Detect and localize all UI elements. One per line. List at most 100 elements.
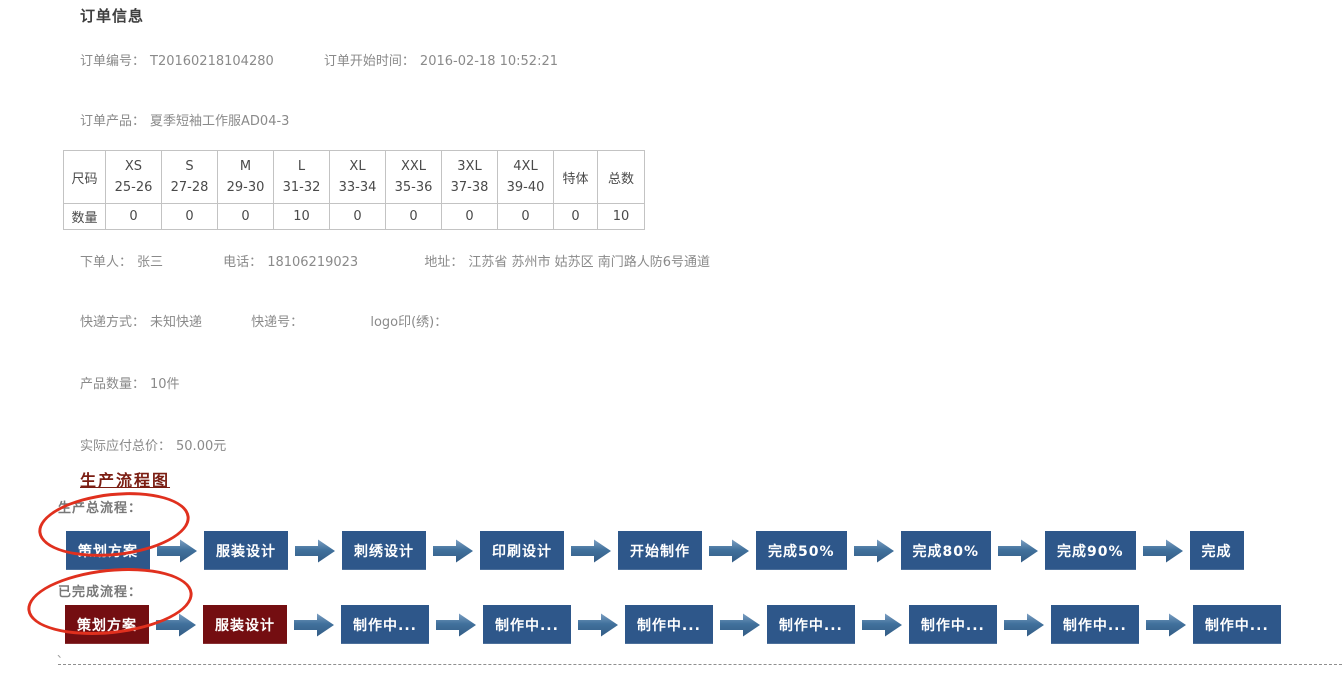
address-value: 江苏省 苏州市 姑苏区 南门路人防6号通道: [468, 255, 710, 270]
flow-total-step: 完成50%: [756, 531, 847, 570]
arrow-right-icon: [157, 539, 197, 562]
flow-done-label: 已完成流程：: [58, 585, 143, 600]
order-product-line: 订单产品： 夏季短袖工作服AD04-3: [80, 110, 289, 129]
qty-cell: 0: [497, 203, 554, 230]
start-time-value: 2016-02-18 10:52:21: [419, 54, 558, 69]
phone-group: 电话： 18106219023: [223, 251, 358, 270]
flow-done-step: 制作中...: [1050, 605, 1139, 644]
stray-mark: 、: [57, 647, 68, 660]
flow-done-step: 策划方案: [65, 605, 149, 644]
order-no-group: 订单编号： T20160218104280: [80, 50, 274, 69]
qty-cell: 0: [329, 203, 386, 230]
qty-cell: 0: [217, 203, 274, 230]
qty-cell: 10: [273, 203, 330, 230]
qty-cell: 0: [161, 203, 218, 230]
express-line: 快递方式： 未知快递 快递号： logo印(绣)：: [80, 311, 452, 330]
arrow-right-icon: [853, 539, 894, 562]
flow-done-step: 制作中...: [1192, 605, 1281, 644]
arrow-right-icon: [1145, 613, 1186, 636]
size-corner-header: 尺码: [63, 150, 106, 204]
quantity-value: 10件: [150, 377, 180, 392]
express-value: 未知快递: [150, 315, 203, 330]
qty-cell: 0: [385, 203, 442, 230]
qty-cell: 0: [553, 203, 598, 230]
size-col-header: 总数: [597, 150, 645, 204]
arrow-right-icon: [709, 539, 749, 562]
flow-total-step: 印刷设计: [480, 531, 564, 570]
product-value: 夏季短袖工作服AD04-3: [150, 114, 290, 129]
total-price-line: 实际应付总价： 50.00元: [80, 435, 226, 454]
qty-cell: 0: [105, 203, 162, 230]
arrow-right-icon: [1142, 539, 1183, 562]
bottom-dashed-divider: [58, 664, 1342, 665]
arrow-right-icon: [571, 539, 611, 562]
start-time-group: 订单开始时间： 2016-02-18 10:52:21: [324, 50, 558, 69]
quantity-line: 产品数量： 10件: [80, 373, 180, 392]
express-no-label: 快递号：: [251, 315, 304, 330]
start-time-label: 订单开始时间：: [323, 54, 415, 69]
flow-done-step: 制作中...: [482, 605, 571, 644]
phone-label: 电话：: [223, 255, 263, 270]
flow-done-step: 制作中...: [624, 605, 713, 644]
flow-done-step: 制作中...: [341, 605, 429, 644]
order-meta-line: 订单编号： T20160218104280 订单开始时间： 2016-02-18 1…: [80, 50, 558, 69]
flow-done-step: 制作中...: [908, 605, 997, 644]
page-title: 订单信息: [80, 7, 145, 25]
flow-total-step: 开始制作: [618, 531, 702, 570]
flow-total-label: 生产总流程：: [58, 501, 143, 516]
qty-row-header: 数量: [63, 203, 106, 230]
buyer-line: 下单人： 张三 电话： 18106219023 地址： 江苏省 苏州市 姑苏区 南门路…: [80, 251, 710, 270]
flow-total-step: 完成80%: [900, 531, 992, 570]
address-label: 地址：: [424, 255, 464, 270]
flow-done-step: 制作中...: [766, 605, 855, 644]
flow-total-step: 策划方案: [66, 531, 150, 570]
qty-cell: 10: [597, 203, 645, 230]
buyer-label: 下单人：: [80, 255, 133, 270]
buyer-group: 下单人： 张三: [80, 251, 163, 270]
arrow-right-icon: [295, 539, 335, 562]
buyer-value: 张三: [137, 255, 164, 270]
order-no-label: 订单编号：: [80, 54, 146, 69]
flow-chart-title: 生产流程图: [80, 471, 171, 490]
logo-label: logo印(绣)：: [370, 315, 448, 330]
flow-row-done: 策划方案 服装设计 制作中... 制作中... 制作中... 制作中... 制作中... 制作…: [65, 605, 1281, 644]
flow-row-total: 策划方案 服装设计 刺绣设计 印刷设计 开始制作 完成50% 完成80% 完成90% 完成: [66, 531, 1244, 570]
arrow-right-icon: [998, 539, 1039, 562]
flow-total-step: 完成: [1189, 531, 1244, 570]
express-label: 快递方式：: [80, 315, 146, 330]
arrow-right-icon: [294, 613, 334, 636]
logo-group: logo印(绣)：: [370, 311, 452, 330]
total-price-value: 50.00元: [176, 439, 227, 454]
express-no-group: 快递号：: [251, 311, 308, 330]
qty-cell: 0: [441, 203, 498, 230]
flow-done-step: 服装设计: [203, 605, 287, 644]
phone-value: 18106219023: [267, 255, 359, 270]
product-label: 订单产品：: [80, 114, 146, 129]
total-price-label: 实际应付总价：: [80, 439, 172, 454]
arrow-right-icon: [156, 613, 196, 636]
flow-total-step: 完成90%: [1045, 531, 1136, 570]
arrow-right-icon: [433, 539, 473, 562]
arrow-right-icon: [719, 613, 760, 636]
express-group: 快递方式： 未知快递: [80, 311, 202, 330]
size-col-header: 特体: [553, 150, 598, 204]
arrow-right-icon: [435, 613, 476, 636]
flow-total-step: 刺绣设计: [342, 531, 426, 570]
flow-total-step: 服装设计: [204, 531, 288, 570]
arrow-right-icon: [861, 613, 902, 636]
order-no-value: T20160218104280: [150, 54, 274, 69]
quantity-label: 产品数量：: [80, 377, 146, 392]
arrow-right-icon: [577, 613, 618, 636]
arrow-right-icon: [1003, 613, 1044, 636]
